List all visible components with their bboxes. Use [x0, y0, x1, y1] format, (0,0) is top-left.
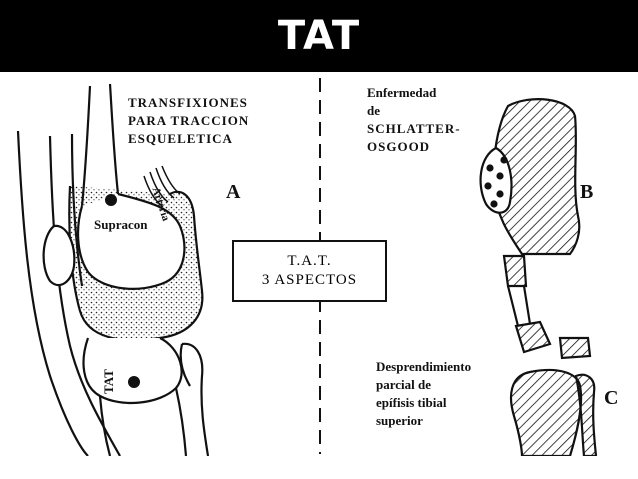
- letter-b-label: B: [580, 181, 594, 203]
- center-box-line2: 3 ASPECTOS: [261, 272, 358, 288]
- title-bar: TAT: [0, 0, 638, 72]
- diagram-figure: TRANSFIXIONES PARA TRACCION ESQUELETICA …: [10, 76, 632, 456]
- desprendimiento-label-line3: epífisis tibial: [376, 395, 447, 410]
- transfixiones-label-line3: ESQUELETICA: [128, 131, 233, 146]
- slide-title: TAT: [277, 13, 361, 59]
- knee-drawing-a: [16, 83, 210, 456]
- transfixiones-label-line2: PARA TRACCION: [128, 113, 250, 128]
- femoral-pin-dot: [105, 194, 117, 206]
- transfixiones-label-line1: TRANSFIXIONES: [128, 95, 248, 110]
- tat-vertical-label: TAT: [101, 369, 116, 394]
- center-box-line1: T.A.T.: [287, 252, 332, 269]
- schlatter-label-line1: Enfermedad: [367, 85, 437, 100]
- letter-a-label: A: [226, 181, 241, 203]
- center-box: T.A.T. 3 ASPECTOS: [232, 240, 387, 302]
- letter-c-label: C: [604, 387, 619, 409]
- schlatter-label-line3: SCHLATTER-: [367, 121, 461, 136]
- desprendimiento-label-line4: superior: [376, 413, 423, 428]
- schlatter-label-line2: de: [367, 103, 380, 118]
- osgood-drawing-b: [479, 98, 581, 256]
- desprendimiento-label-line2: parcial de: [376, 377, 432, 392]
- anatomy-drawing: [16, 78, 598, 456]
- epiphysis-drawing-c: [502, 254, 598, 456]
- schlatter-label-line4: OSGOOD: [367, 139, 431, 154]
- tibial-pin-dot: [128, 376, 140, 388]
- desprendimiento-label-line1: Desprendimiento: [376, 359, 472, 374]
- supracon-label: Supracon: [94, 217, 148, 232]
